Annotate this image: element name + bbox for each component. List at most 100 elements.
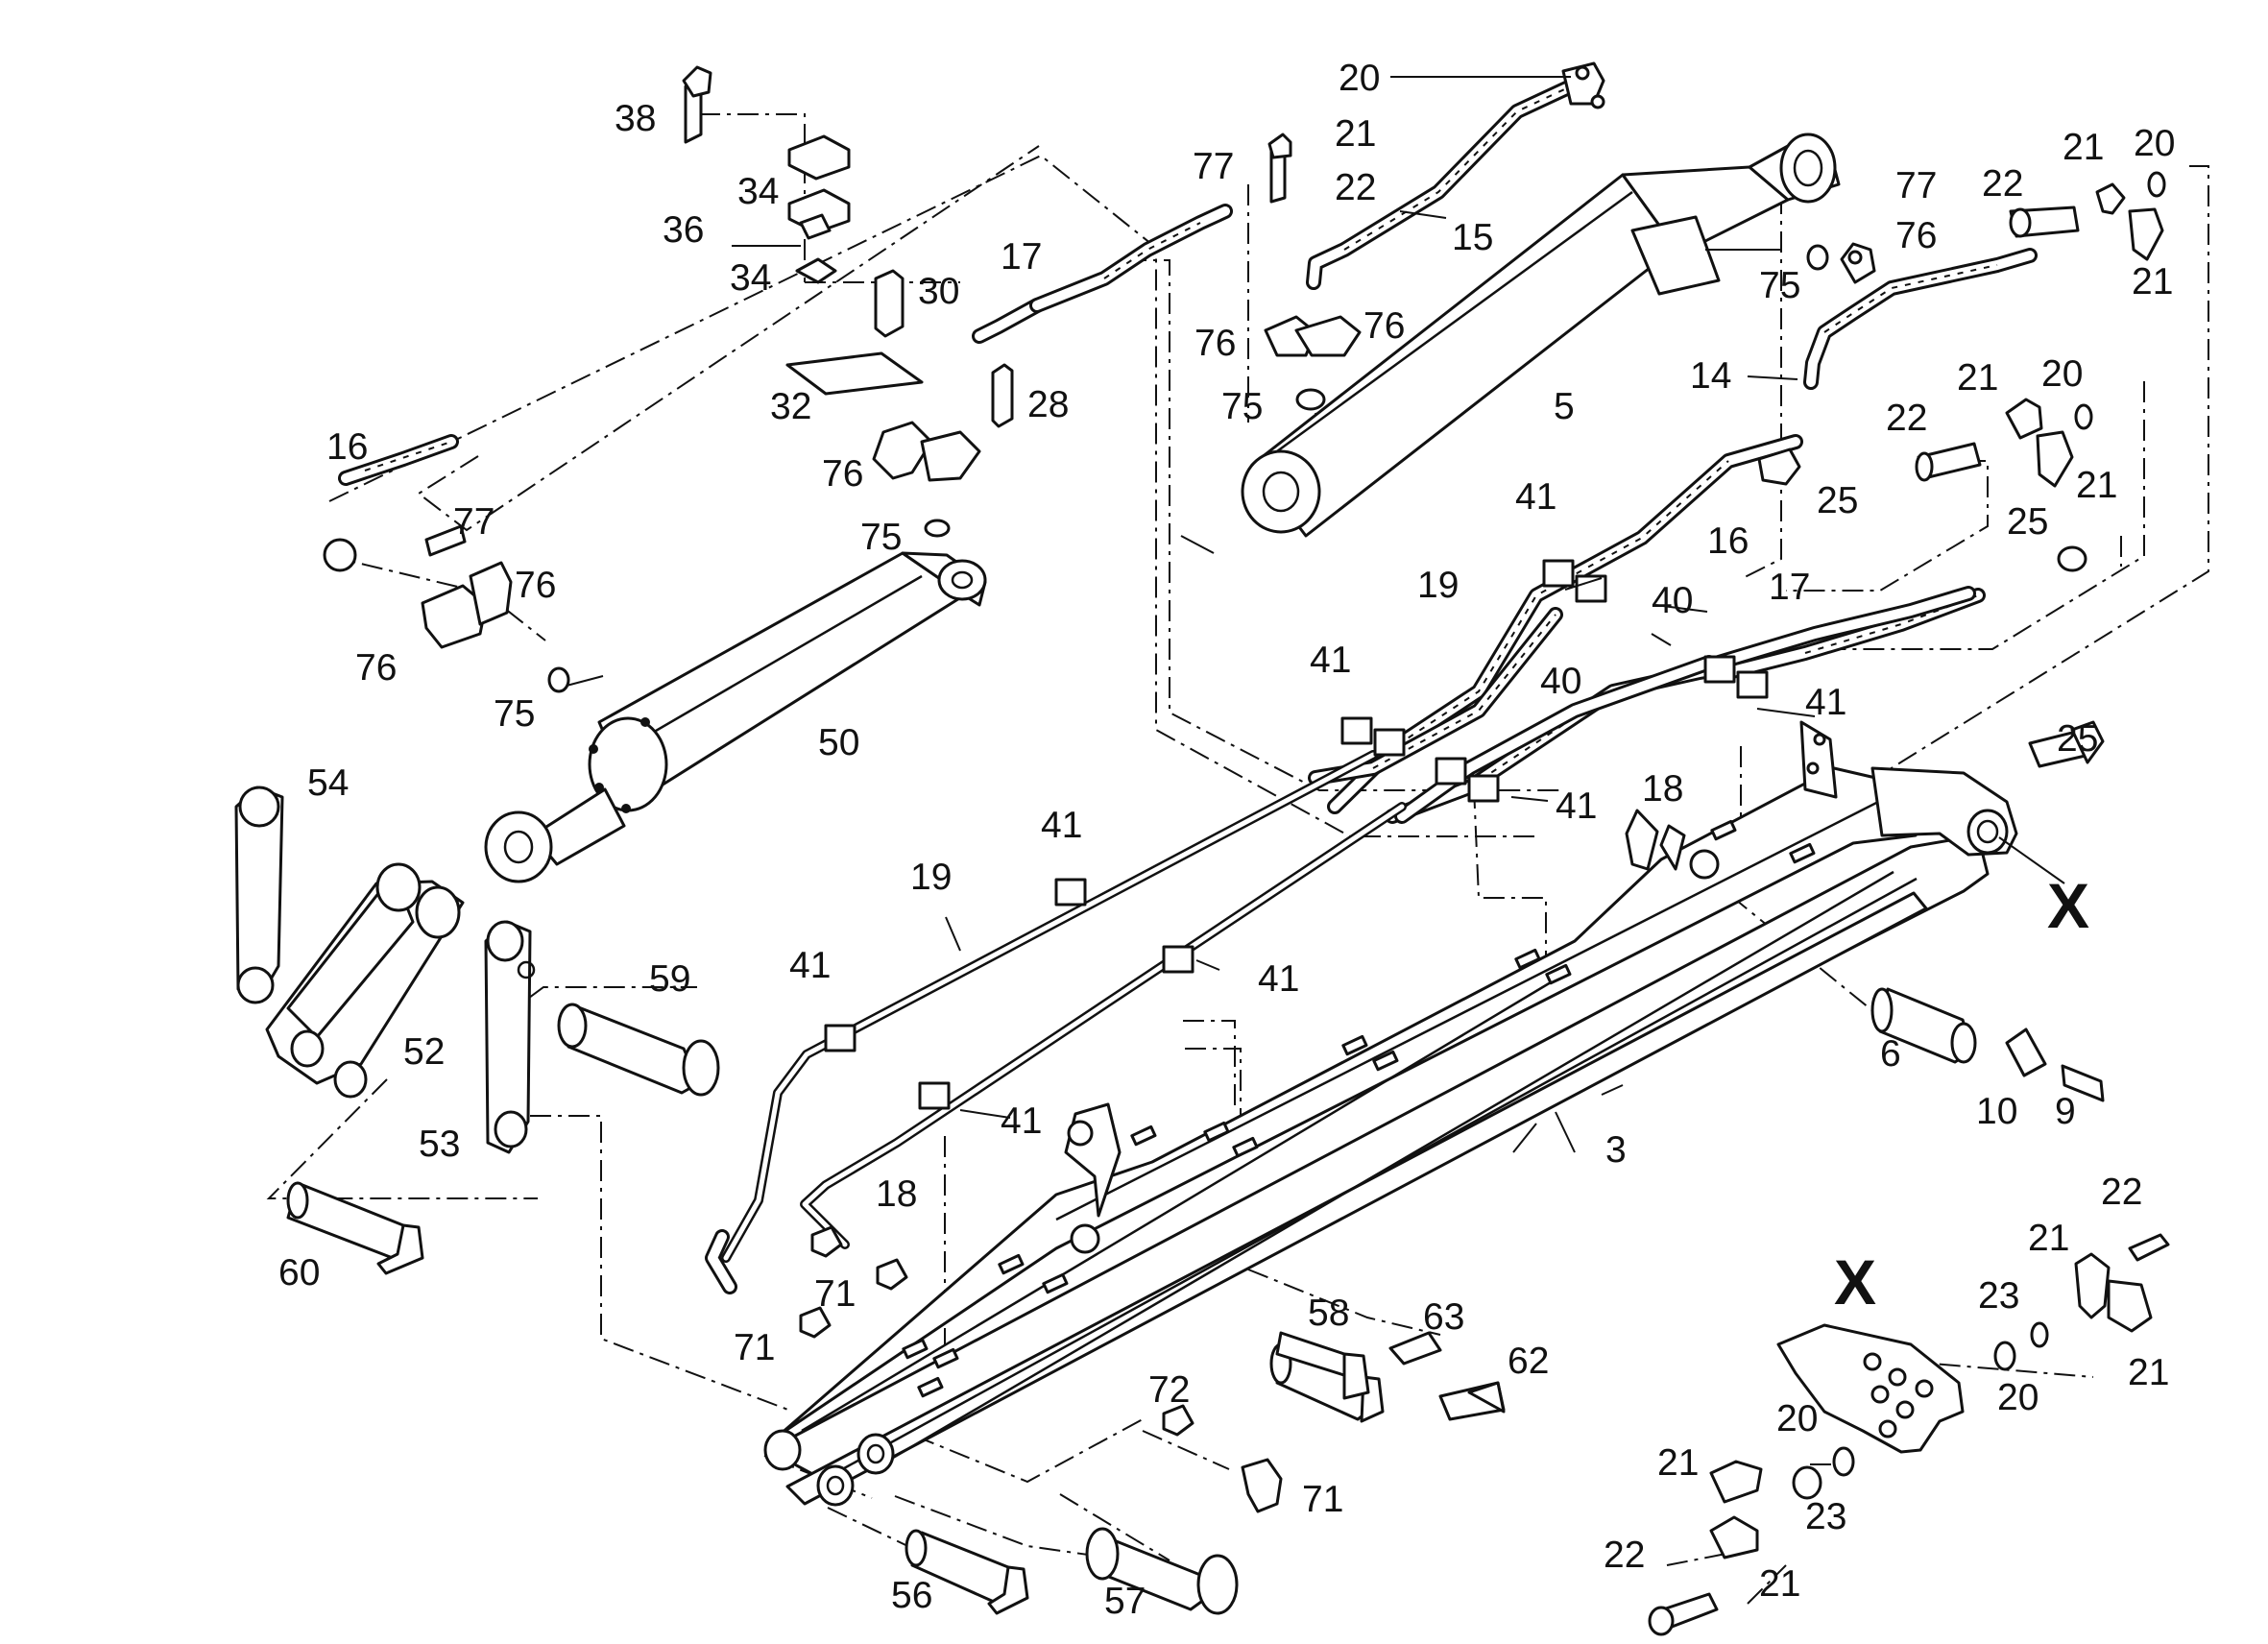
callout: 20: [2134, 123, 2175, 164]
leader-lines: [566, 76, 2065, 1153]
callout: 77: [453, 501, 495, 543]
callout: 76: [1895, 215, 1937, 256]
callout: 18: [1642, 768, 1683, 810]
callout: 41: [1556, 786, 1597, 827]
callout: 63: [1423, 1296, 1464, 1338]
callout: 21: [2063, 127, 2104, 168]
callout: 21: [1335, 113, 1376, 155]
callout: 25: [1817, 480, 1858, 521]
callout: 41: [1001, 1100, 1042, 1142]
callout: 72: [1148, 1369, 1190, 1411]
callout: 20: [1997, 1377, 2039, 1418]
pins: [286, 987, 1977, 1615]
callout: 41: [1310, 640, 1351, 681]
arm-cylinder: [484, 551, 987, 883]
callout: 71: [814, 1273, 856, 1315]
callout-numbers: 38 34 36 34 30 17 32 28 76 75 16 77 76 7…: [278, 58, 2175, 1622]
callout: 75: [494, 693, 535, 735]
callout: 19: [910, 857, 952, 898]
callout: 25: [2007, 501, 2048, 543]
callout: 22: [1886, 398, 1927, 439]
callout: 16: [1707, 520, 1749, 562]
callout: 5: [1554, 386, 1575, 427]
callout: 77: [1895, 165, 1937, 206]
clamps: [824, 559, 1769, 1110]
callout: 54: [307, 762, 349, 804]
callout: 17: [1769, 567, 1810, 608]
callout: 25: [2057, 718, 2098, 760]
callout: 6: [1880, 1033, 1901, 1075]
callout: 9: [2055, 1091, 2076, 1132]
callout: 22: [1982, 163, 2023, 205]
callout: 76: [355, 647, 397, 689]
callout: 60: [278, 1252, 320, 1293]
callout: 22: [2101, 1172, 2142, 1213]
callout: 40: [1540, 661, 1581, 702]
callout: 21: [2132, 261, 2173, 302]
callout: 23: [1978, 1275, 2019, 1317]
callout: 76: [1363, 305, 1405, 347]
callout: 41: [1258, 958, 1299, 1000]
callout: 22: [1604, 1535, 1645, 1576]
callout: 58: [1308, 1293, 1349, 1334]
callout: 21: [1759, 1563, 1800, 1605]
view-x-marker: X: [2047, 870, 2089, 941]
boom-cylinder: [1241, 133, 1841, 538]
callout: 16: [326, 426, 368, 468]
callout: 41: [789, 945, 831, 986]
callout: 21: [1957, 357, 1998, 399]
callout: 40: [1652, 580, 1693, 621]
callout: 20: [1776, 1398, 1818, 1439]
callout: 19: [1417, 565, 1459, 606]
callout: 34: [737, 171, 779, 212]
callout: 41: [1041, 805, 1082, 846]
callout: 34: [730, 257, 771, 299]
callout: 76: [822, 453, 863, 495]
callout: 59: [649, 958, 690, 1000]
top-right-parts: [1264, 61, 2166, 768]
callout: 71: [1302, 1479, 1343, 1520]
callout: 71: [734, 1327, 775, 1368]
rigid-pipes: [705, 750, 1407, 1294]
callout: 21: [2128, 1352, 2169, 1393]
bottom-fittings: [799, 1028, 2105, 1513]
boom-arm: [763, 720, 2018, 1507]
callout: 3: [1605, 1129, 1627, 1171]
callout: 75: [1759, 265, 1800, 306]
detail-x: [1648, 1233, 2170, 1636]
boom-clamp-pads: [902, 819, 1816, 1398]
callout: 21: [2028, 1218, 2069, 1259]
callout: 15: [1452, 217, 1493, 258]
callout: 10: [1976, 1091, 2017, 1132]
callout: 53: [419, 1124, 460, 1165]
callout: 36: [663, 209, 704, 251]
callout: 14: [1690, 355, 1731, 397]
callout: 30: [918, 271, 959, 312]
callout: 21: [2076, 465, 2117, 506]
callout: 20: [2041, 353, 2083, 395]
callout: 18: [876, 1173, 917, 1215]
view-x-title: X: [1834, 1246, 1876, 1318]
linkage: [234, 786, 536, 1154]
callout: 20: [1339, 58, 1380, 99]
callout: 76: [515, 565, 556, 606]
callout: 62: [1508, 1341, 1549, 1382]
callout: 21: [1657, 1442, 1699, 1484]
top-left-parts: [323, 65, 1014, 693]
callout: 23: [1805, 1496, 1846, 1537]
callout: 76: [1194, 323, 1236, 364]
callout: 75: [1221, 386, 1263, 427]
callout: 50: [818, 722, 859, 763]
callout: 75: [860, 517, 902, 558]
callout: 41: [1805, 682, 1846, 723]
callout: 41: [1515, 476, 1556, 518]
callout: 77: [1193, 146, 1234, 187]
callout: 22: [1335, 167, 1376, 208]
callout: 57: [1104, 1581, 1146, 1622]
callout: 17: [1001, 236, 1042, 278]
callout: 56: [891, 1575, 932, 1616]
callout: 38: [615, 98, 656, 139]
callout: 52: [403, 1031, 445, 1073]
callout: 28: [1027, 384, 1069, 425]
